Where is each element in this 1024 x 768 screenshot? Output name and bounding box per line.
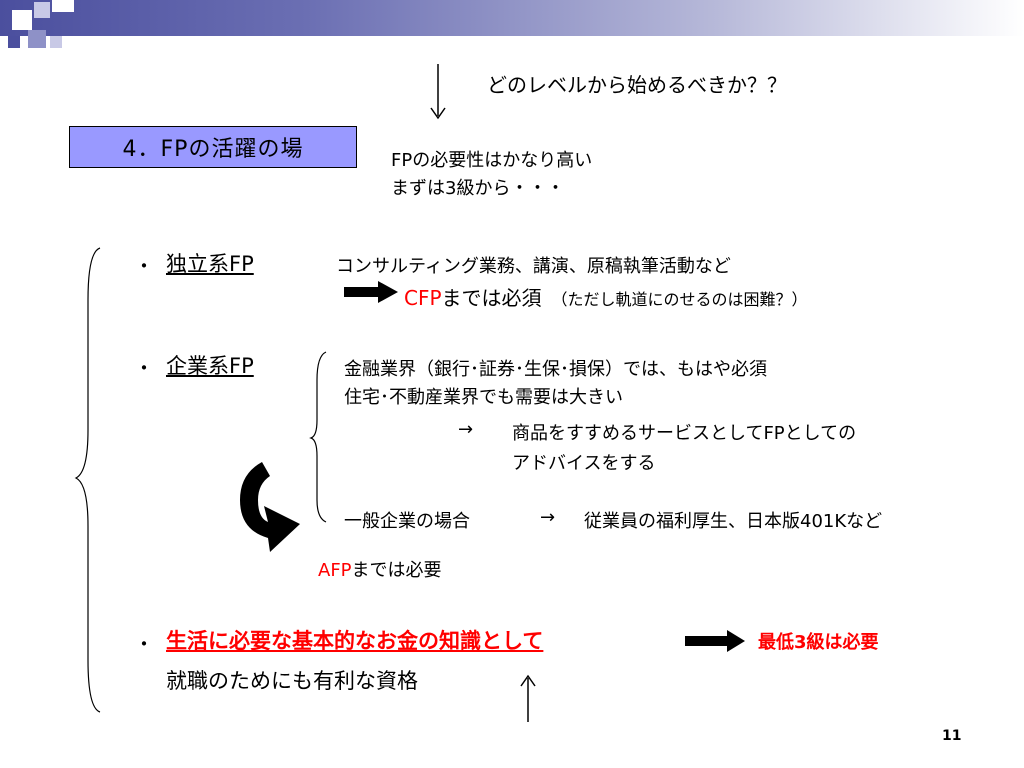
page-number: 11 [942, 728, 962, 744]
independent-fp-description: コンサルティング業務、講演、原稿執筆活動など [336, 256, 731, 277]
intro-line-1: FPの必要性はかなり高い [391, 150, 593, 171]
general-arrow-glyph: → [540, 507, 556, 528]
down-arrow-head [430, 107, 446, 120]
header-gradient-band [0, 0, 1024, 36]
afp-text: AFP [318, 560, 352, 581]
header-decoration-square [50, 36, 62, 48]
basic-knowledge-line-2: 就職のためにも有利な資格 [166, 669, 418, 693]
bullet: ・ [134, 356, 154, 380]
top-question: どのレベルから始めるべきか？？ [487, 73, 787, 97]
section-title-box: 4．FPの活躍の場 [69, 126, 357, 168]
independent-fp-label: 独立系FP [166, 252, 254, 276]
header-decoration-square [34, 2, 50, 18]
thick-arrow-head [378, 281, 398, 303]
cfp-note: （ただし軌道にのせるのは困難？） [551, 290, 808, 309]
cfp-text: CFP [404, 286, 442, 310]
section-title: 4．FPの活躍の場 [122, 137, 304, 162]
curved-arrow [240, 462, 300, 552]
left-brace [74, 247, 101, 713]
corporate-line-3: 商品をすすめるサービスとしてFPとしての [512, 423, 857, 444]
general-company-label: 一般企業の場合 [344, 511, 470, 532]
arrow-glyph: → [458, 419, 474, 440]
afp-requirement: AFPまでは必要 [318, 556, 442, 582]
independent-fp-requirement: CFPまでは必須 （ただし軌道にのせるのは困難？） [404, 282, 808, 311]
bullet: ・ [134, 632, 154, 656]
cfp-suffix: までは必須 [441, 286, 542, 310]
corporate-line-1: 金融業界（銀行･証券･生保･損保）では、もはや必須 [344, 359, 767, 380]
general-company-benefit: 従業員の福利厚生、日本版401Kなど [584, 511, 883, 532]
bullet: ・ [134, 254, 154, 278]
thick-arrow-body [685, 636, 729, 646]
afp-suffix: までは必要 [351, 560, 442, 581]
thick-arrow-head [727, 630, 745, 652]
thick-arrow-body [344, 287, 380, 297]
intro-line-2: まずは3級から・・・ [391, 178, 565, 199]
header-decoration-square [12, 10, 32, 30]
up-arrow-head [520, 674, 536, 687]
corporate-fp-label: 企業系FP [166, 354, 254, 378]
header-decoration-square [52, 0, 74, 12]
basic-knowledge-label: 生活に必要な基本的なお金の知識として [166, 629, 544, 653]
basic-knowledge-result: 最低3級は必要 [758, 632, 879, 653]
corporate-brace [309, 351, 327, 523]
header-decoration-square [28, 30, 46, 48]
header-decoration-square [8, 36, 20, 48]
corporate-line-4: アドバイスをする [512, 453, 656, 474]
corporate-line-2: 住宅･不動産業界でも需要は大きい [344, 387, 623, 408]
